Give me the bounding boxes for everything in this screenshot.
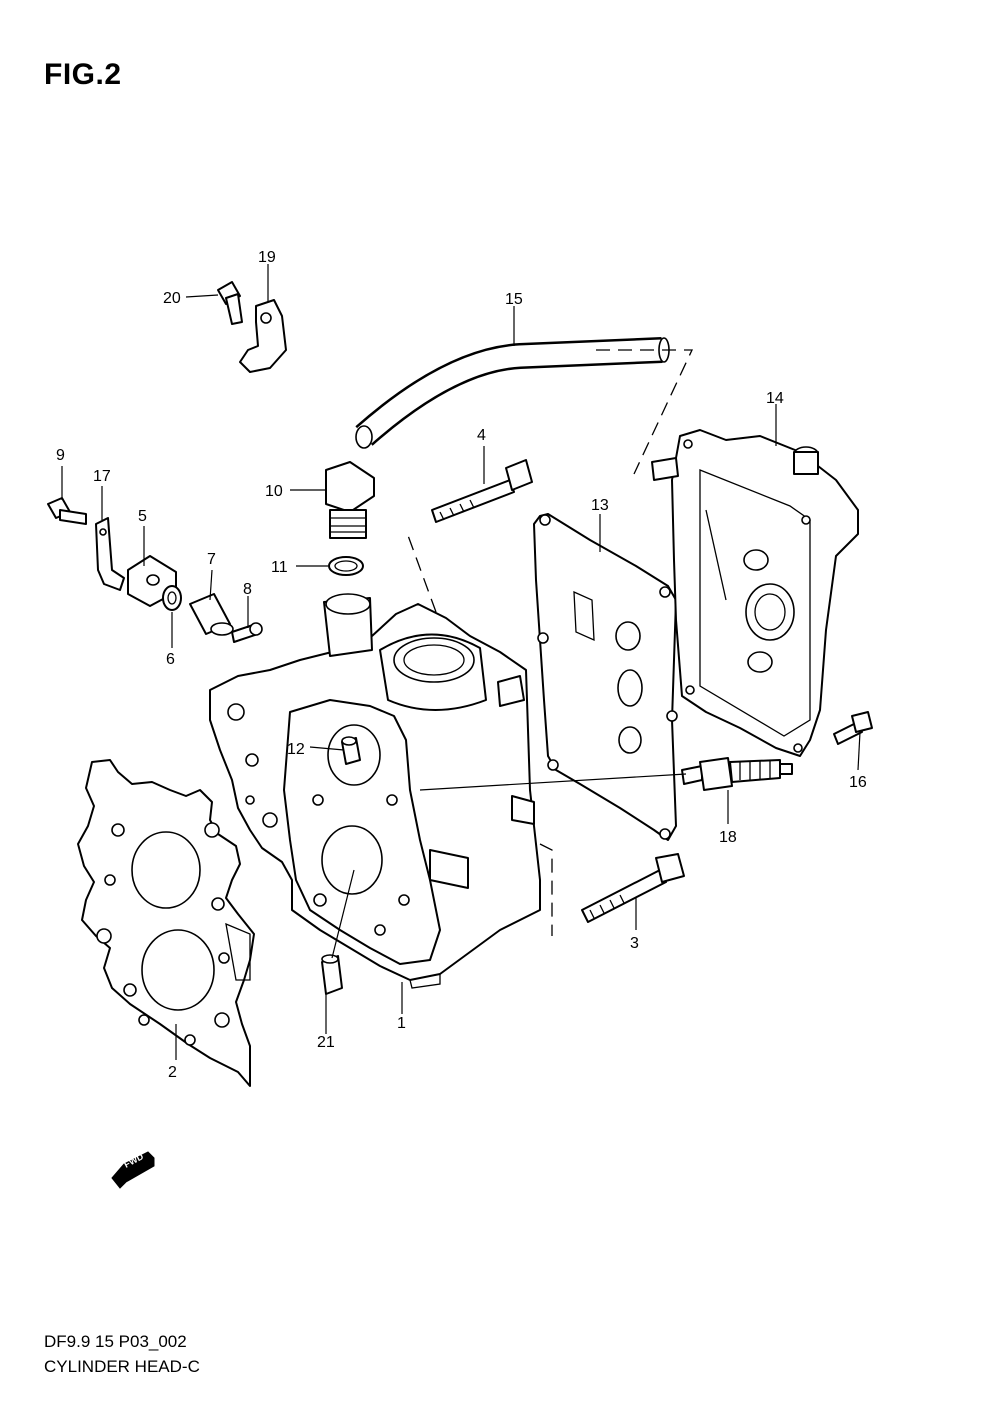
breather-hose	[355, 337, 670, 449]
screw-8	[231, 622, 263, 643]
callout-21: 21	[317, 1034, 335, 1051]
bolt-16	[833, 711, 873, 745]
callout-17: 17	[93, 468, 111, 485]
collar-7	[189, 593, 234, 636]
oil-filler-cap	[325, 461, 375, 539]
washer-6	[162, 585, 182, 611]
dowel-pin-12	[341, 736, 361, 765]
head-cover	[651, 429, 859, 757]
bolt-20	[217, 281, 243, 325]
callout-20: 20	[163, 290, 181, 307]
callout-9: 9	[56, 447, 65, 464]
callout-10: 10	[265, 483, 283, 500]
leader-lines	[61, 264, 861, 1060]
callout-14: 14	[766, 390, 784, 407]
callout-11: 11	[271, 559, 288, 576]
callout-5: 5	[138, 508, 147, 525]
spark-plug	[681, 757, 793, 791]
figure-title: FIG.2	[44, 58, 122, 91]
callout-2: 2	[168, 1064, 177, 1081]
callout-16: 16	[849, 774, 867, 791]
callout-7: 7	[207, 551, 216, 568]
bracket-19	[239, 299, 287, 373]
callout-3: 3	[630, 935, 639, 952]
cylinder-head	[209, 593, 541, 989]
callout-15: 15	[505, 291, 523, 308]
callout-12: 12	[287, 741, 305, 758]
callout-1: 1	[397, 1015, 406, 1032]
cover-gasket	[533, 513, 678, 841]
callout-13: 13	[591, 497, 609, 514]
diagram-name: CYLINDER HEAD-C	[44, 1357, 200, 1376]
bolt-9	[47, 497, 87, 525]
callout-18: 18	[719, 829, 737, 846]
fwd-arrow-icon: FWD	[111, 1151, 155, 1189]
dowel-pin-21	[321, 954, 343, 995]
o-ring-11	[328, 556, 364, 576]
callout-19: 19	[258, 249, 276, 266]
callout-4: 4	[477, 427, 486, 444]
diagram-code: DF9.9 15 P03_002	[44, 1332, 187, 1351]
bolt-4	[431, 459, 533, 523]
callout-6: 6	[166, 651, 175, 668]
clamp-17	[95, 517, 125, 591]
bolt-3	[581, 853, 685, 923]
head-gasket	[77, 759, 255, 1087]
callout-8: 8	[243, 581, 252, 598]
callout-labels: 1 2 3 4 5 6 7 8 9 10 11 12 13 14 15 16 1…	[56, 249, 867, 1081]
